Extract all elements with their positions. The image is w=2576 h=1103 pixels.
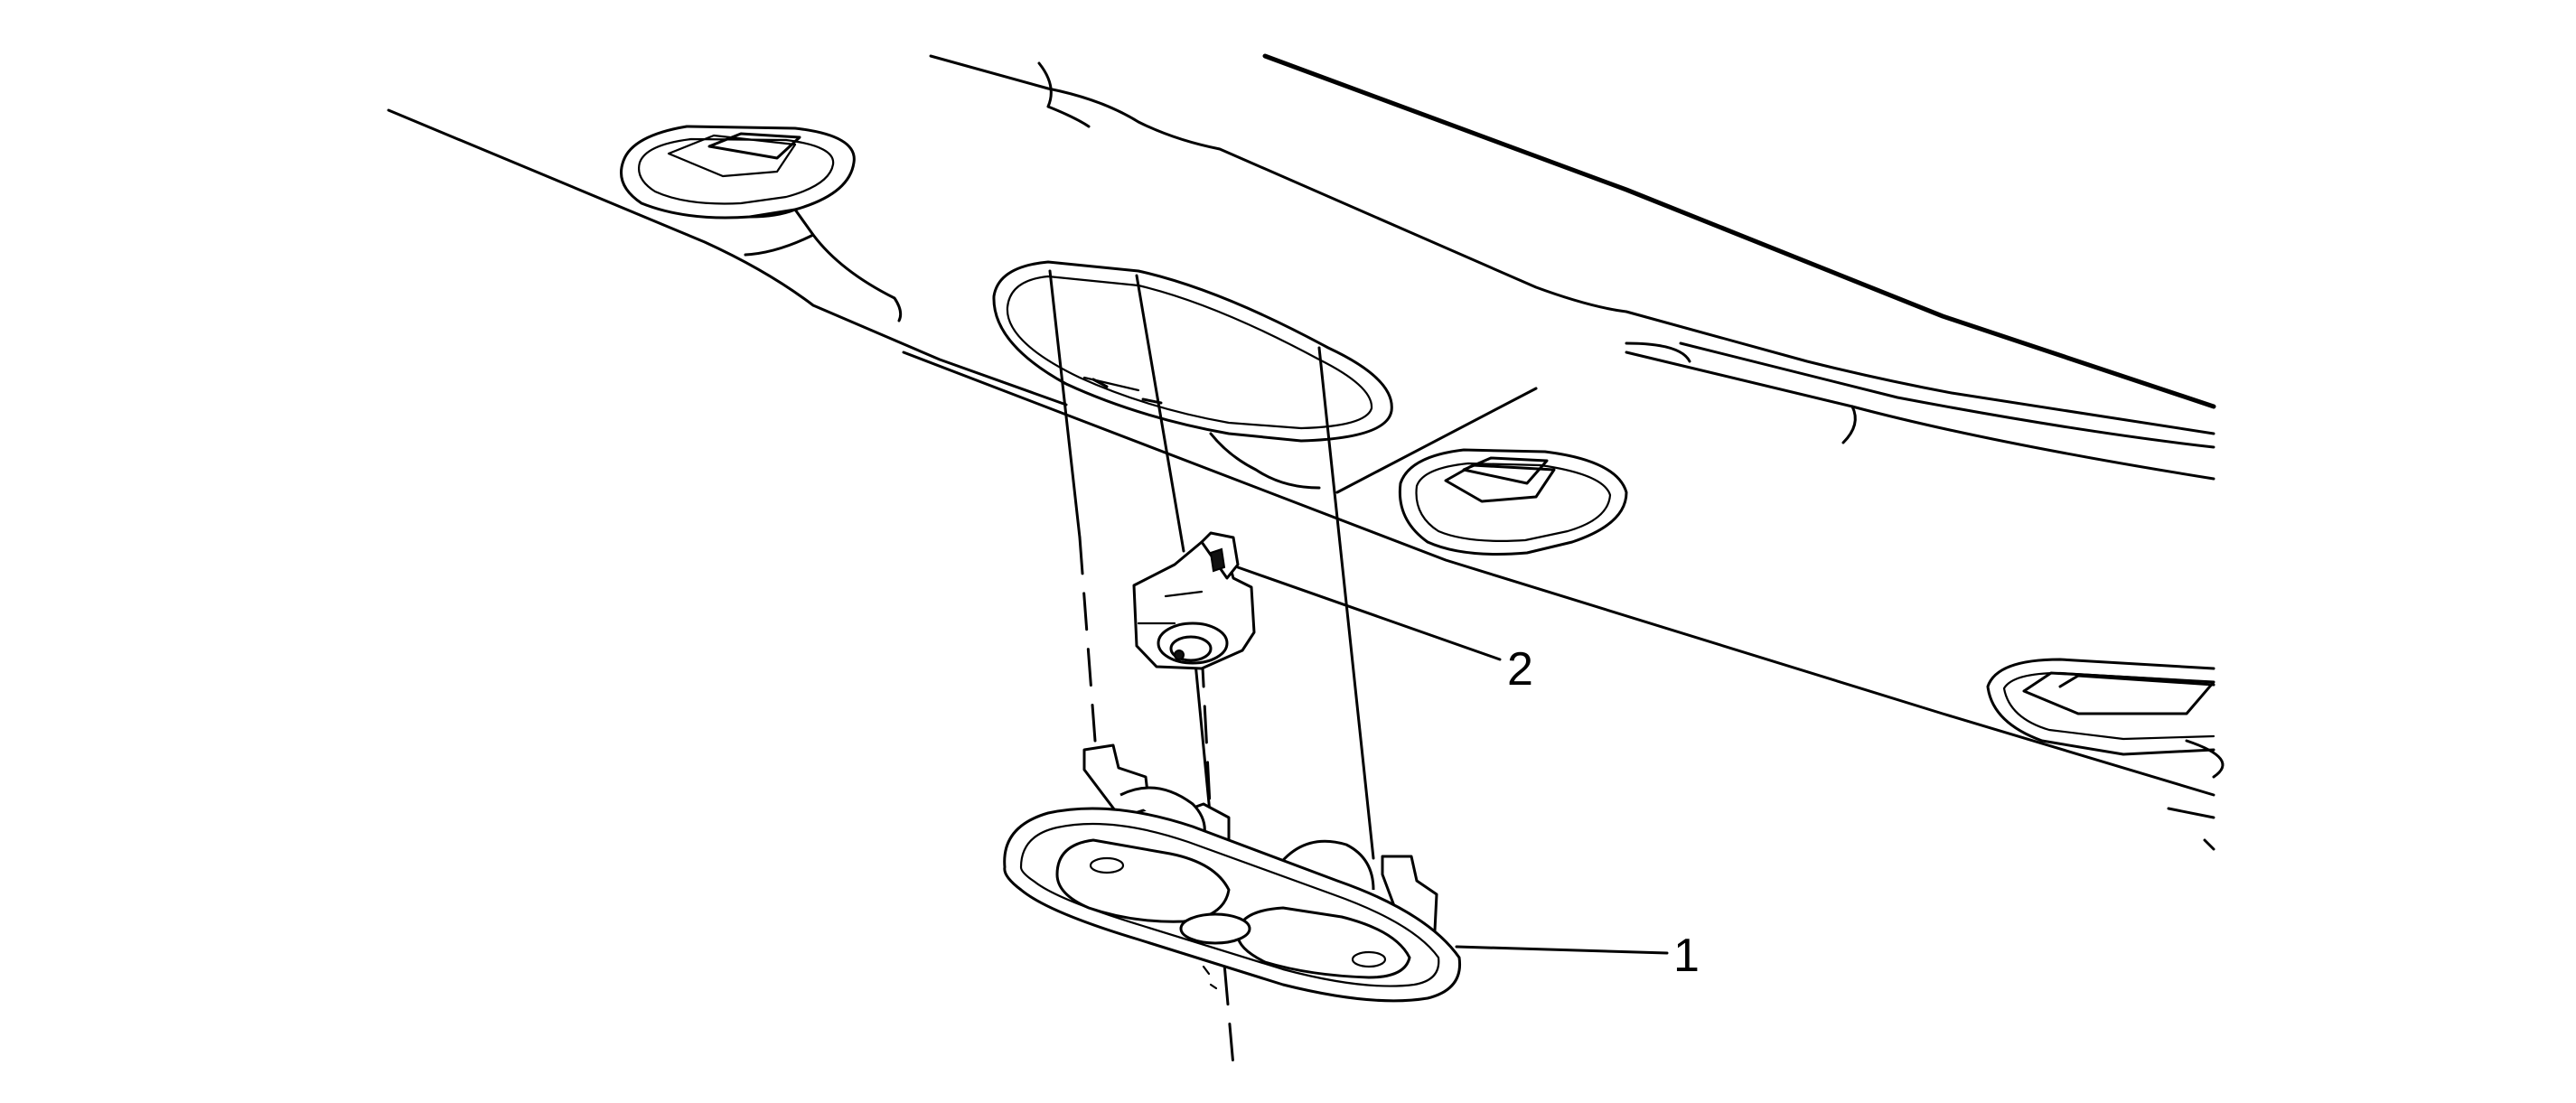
dome-lamp-assembly [1003, 743, 1462, 1003]
callout-1: 1 [1455, 930, 1700, 982]
callout-2: 2 [1236, 566, 1533, 696]
bulb-socket [1132, 531, 1256, 670]
alignment-lines [1048, 269, 1375, 1068]
headliner-pad-left [620, 125, 903, 322]
headliner-pad-right [1398, 448, 1628, 556]
headliner-pad-far-right [1986, 658, 2215, 756]
callout-label-1: 1 [1673, 930, 1700, 982]
callout-label-2: 2 [1507, 643, 1533, 696]
headliner-dome-opening [992, 260, 1393, 490]
headliner-panel [387, 53, 2225, 851]
